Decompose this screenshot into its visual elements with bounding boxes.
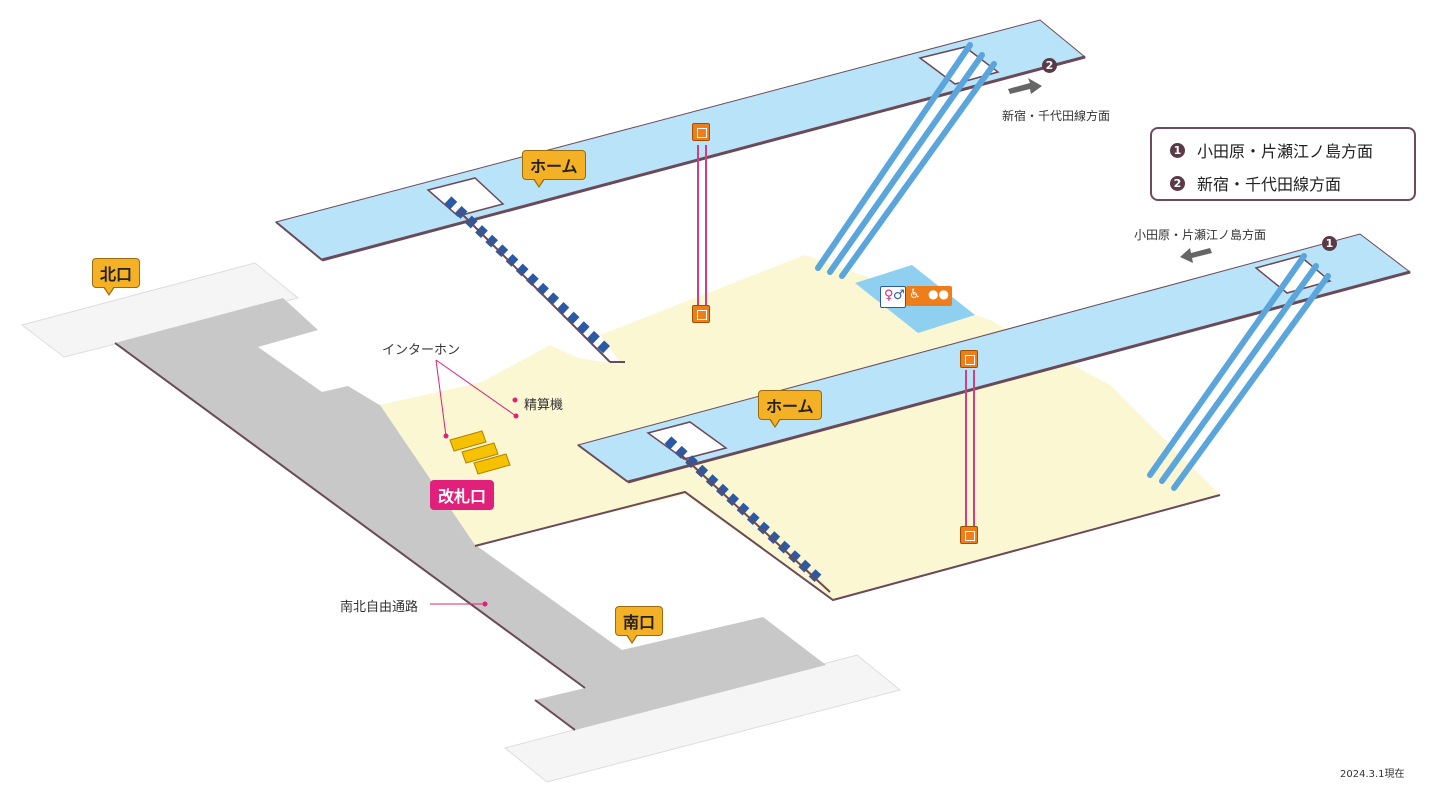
direction-legend: 1 小田原・片瀬江ノ島方面 2 新宿・千代田線方面: [1150, 127, 1416, 201]
elevator-icon: [692, 305, 710, 323]
fare-adjustment-label: 精算機: [524, 398, 564, 413]
elevator-icon: [692, 123, 710, 141]
wheelchair-icon: ♿: [909, 287, 921, 302]
family-icon: ●●: [928, 287, 949, 301]
lower-elevator-shaft: [965, 370, 975, 526]
accessible-restroom-icon: ♿ ●●: [906, 286, 952, 306]
lower-platform-marker: 1: [1322, 236, 1337, 251]
north-exit-callout[interactable]: 北口: [92, 258, 141, 296]
elevator-icon: [960, 350, 978, 368]
intercom-point-1: [443, 433, 449, 439]
upper-direction-label: 新宿・千代田線方面: [1002, 109, 1111, 123]
north-exit-street: [20, 262, 300, 358]
date-label: 2024.3.1現在: [1340, 769, 1405, 780]
legend-row-1: 1 小田原・片瀬江ノ島方面: [1170, 138, 1373, 162]
intercom-label: インターホン: [382, 343, 461, 358]
south-exit-callout[interactable]: 南口: [615, 606, 664, 644]
legend-number-1: 1: [1170, 143, 1185, 158]
female-icon: ♀: [884, 288, 894, 303]
lower-escalators: [1147, 253, 1331, 491]
free-passage-point: [482, 601, 488, 607]
lower-stair-opening: [646, 421, 728, 460]
upper-stairs: [444, 196, 625, 363]
direction-arrow-icon-lower: [1180, 248, 1212, 263]
lower-platform-callout[interactable]: ホーム: [758, 390, 822, 428]
elevator-icon: [960, 526, 978, 544]
lower-platform-label: ホーム: [766, 397, 814, 416]
ticket-gate-label[interactable]: 改札口: [430, 480, 495, 510]
upper-platform-marker: 2: [1042, 58, 1057, 73]
ticket-gates[interactable]: [449, 430, 511, 475]
upper-stair-opening: [426, 177, 505, 217]
upper-platform-callout[interactable]: ホーム: [522, 150, 586, 188]
restroom-icon: ♀ ♂: [880, 286, 906, 308]
south-exit-label: 南口: [623, 613, 656, 632]
fare-adjustment-point: [512, 397, 518, 403]
free-passage-label: 南北自由通路: [340, 600, 419, 615]
lower-stairs: [664, 436, 831, 593]
intercom-point-2: [513, 413, 519, 419]
lower-direction-label: 小田原・片瀬江ノ島方面: [1134, 228, 1267, 242]
north-exit-label: 北口: [100, 265, 133, 284]
upper-elevator-shaft: [697, 145, 707, 305]
direction-arrow-icon: [1008, 78, 1042, 94]
legend-text-2: 新宿・千代田線方面: [1197, 175, 1342, 194]
legend-number-2: 2: [1170, 176, 1185, 191]
upper-escalators: [815, 42, 997, 279]
legend-row-2: 2 新宿・千代田線方面: [1170, 171, 1341, 195]
male-icon: ♂: [893, 288, 905, 303]
legend-text-1: 小田原・片瀬江ノ島方面: [1197, 142, 1374, 161]
leader-lines: [430, 359, 517, 605]
free-passage-edge: [114, 342, 586, 689]
upper-platform-label: ホーム: [530, 157, 578, 176]
